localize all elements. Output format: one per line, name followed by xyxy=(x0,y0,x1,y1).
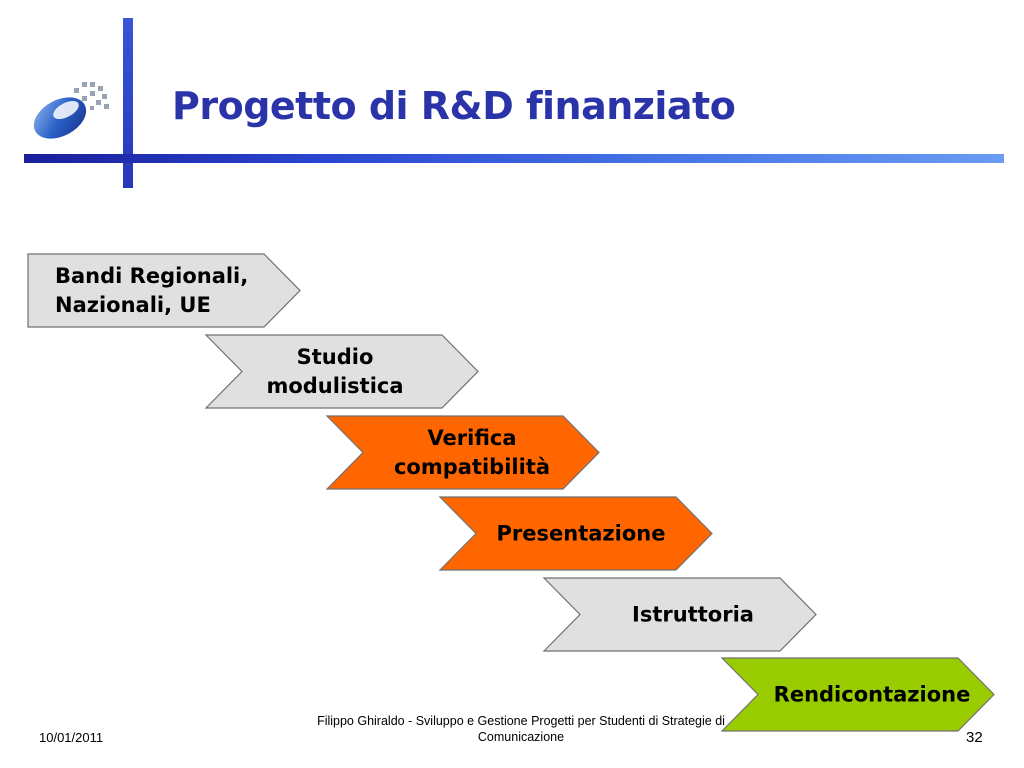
step-presentazione-label: Presentazione xyxy=(497,522,666,546)
step-presentazione-shape xyxy=(438,496,713,571)
company-logo-icon xyxy=(33,82,109,139)
horizontal-accent-bar xyxy=(24,154,1004,163)
step-bandi-shape xyxy=(27,253,301,328)
step-istruttoria-shape xyxy=(542,577,817,652)
step-bandi-label: Bandi Regionali, xyxy=(55,264,248,288)
footer-date: 10/01/2011 xyxy=(39,730,104,745)
page-number: 32 xyxy=(966,729,983,746)
step-studio-shape xyxy=(204,334,479,409)
step-bandi-label: Nazionali, UE xyxy=(55,293,211,317)
step-verifica-label: Verifica xyxy=(427,426,516,450)
step-studio-label: Studio xyxy=(297,345,374,369)
page-title: Progetto di R&D finanziato xyxy=(172,84,736,128)
step-verifica-shape xyxy=(325,415,600,490)
footer-author: Filippo Ghiraldo - Sviluppo e Gestione P… xyxy=(317,714,725,744)
step-studio-label: modulistica xyxy=(266,374,403,398)
step-rendicontazione-label: Rendicontazione xyxy=(774,683,971,707)
step-istruttoria-label: Istruttoria xyxy=(632,603,754,627)
vertical-accent-bar xyxy=(123,18,133,188)
step-verifica-label: compatibilità xyxy=(394,455,550,479)
step-rendicontazione-shape xyxy=(720,657,995,732)
